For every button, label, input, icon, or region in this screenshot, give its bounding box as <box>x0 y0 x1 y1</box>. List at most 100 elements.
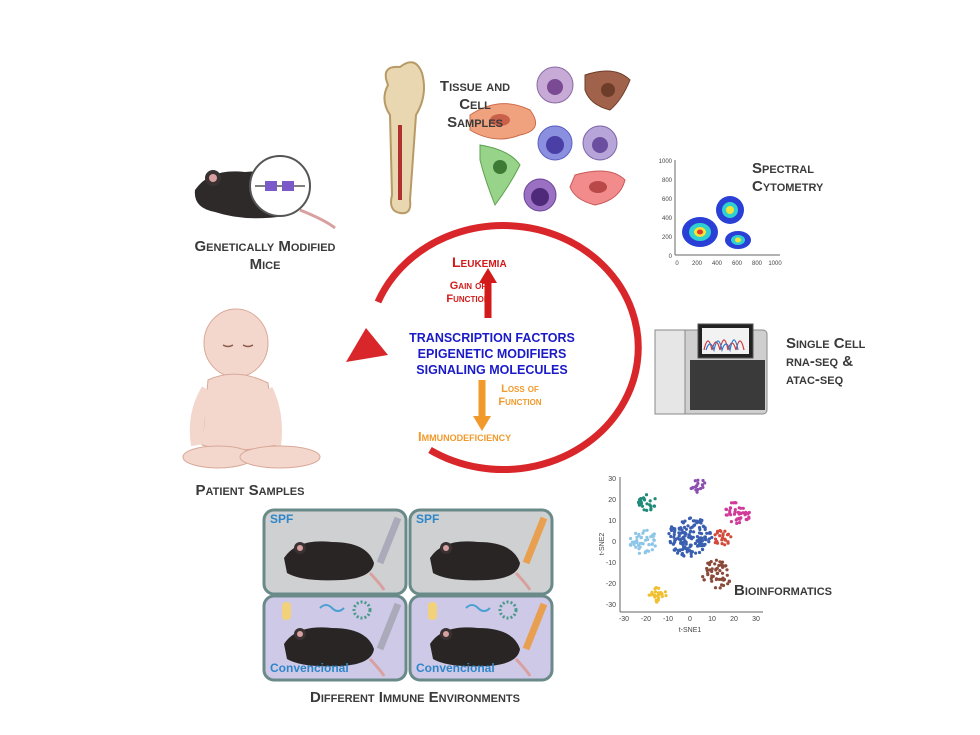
tsne-point <box>639 535 644 539</box>
tsne-point <box>652 593 657 597</box>
tsne-point <box>653 497 657 501</box>
tsne-point <box>700 547 705 551</box>
tsne-point <box>718 560 722 564</box>
bioinformatics-label: Bioinformatics <box>734 582 833 599</box>
tsne-point <box>725 568 729 572</box>
tissue-label: Tissue and Cell Samples <box>439 78 511 131</box>
tsne-point <box>718 534 722 538</box>
tsne-ylabel: t-SNE2 <box>599 533 606 556</box>
tsne-point <box>677 534 681 538</box>
tsne-point <box>735 521 739 525</box>
tsne-point <box>745 518 749 522</box>
single-cell-line-1: Single Cell <box>786 335 866 352</box>
single-cell-label: Single Cell rna-seq & atac-seq <box>786 335 886 389</box>
tsne-point <box>672 532 676 537</box>
center-text: TRANSCRIPTION FACTORS EPIGENETIC MODIFIE… <box>392 330 592 378</box>
tsne-point <box>705 566 709 571</box>
tsne-point <box>705 531 709 535</box>
tsne-point <box>676 551 680 555</box>
tsne-point <box>709 576 713 581</box>
tsne-clusters <box>628 478 751 604</box>
tsne-point <box>726 541 730 545</box>
syringe-icons <box>376 516 548 651</box>
tsne-point <box>673 547 678 551</box>
tsne-point <box>739 516 743 520</box>
tsne-point <box>732 512 737 516</box>
tsne-point <box>737 506 741 510</box>
tsne-point <box>635 538 639 543</box>
tsne-point <box>685 549 690 553</box>
cyto-x-tick: 800 <box>752 261 763 267</box>
tsne-point <box>703 481 707 485</box>
tsne-point <box>701 485 705 489</box>
tsne-point <box>677 537 681 541</box>
tsne-y-tick: -20 <box>606 581 616 588</box>
center-line-1: TRANSCRIPTION FACTORS <box>409 331 575 345</box>
tsne-point <box>649 506 653 511</box>
tsne-point <box>701 524 705 528</box>
tsne-point <box>684 527 688 531</box>
tsne-point <box>650 534 654 538</box>
tsne-point <box>710 567 714 571</box>
tsne-point <box>641 531 645 535</box>
tsne-point <box>653 590 658 594</box>
cyto-x-tick: 1000 <box>768 261 782 267</box>
environment-panels <box>262 508 554 682</box>
tsne-y-tick: -10 <box>606 560 616 567</box>
tsne-point <box>643 538 647 542</box>
tsne-point <box>639 501 643 505</box>
tsne-point <box>642 508 646 512</box>
tsne-point <box>668 539 672 544</box>
tsne-point <box>697 550 702 555</box>
cyto-x-tick: 600 <box>732 261 743 267</box>
tsne-point <box>726 582 730 586</box>
tsne-point <box>689 529 693 533</box>
tsne-point <box>638 545 642 549</box>
loss-of-function-label: Loss of Function <box>498 383 542 408</box>
tsne-point <box>710 535 714 540</box>
tsne-point <box>737 521 742 525</box>
tsne-point <box>654 586 658 590</box>
cyto-y-tick: 400 <box>662 216 673 222</box>
tsne-point <box>647 549 651 553</box>
tsne-point <box>716 529 720 533</box>
spf-label-2: SPF <box>416 512 440 526</box>
tsne-point <box>645 502 649 506</box>
tsne-point <box>649 504 653 508</box>
cyto-y-tick: 600 <box>662 197 673 203</box>
tsne-point <box>682 531 686 535</box>
tsne-point <box>691 485 695 490</box>
tsne-point <box>647 543 651 547</box>
tsne-point <box>729 513 733 517</box>
tsne-point <box>694 551 698 555</box>
tsne-point <box>678 549 682 553</box>
tsne-point <box>652 532 656 536</box>
tsne-point <box>664 594 668 598</box>
tsne-point <box>653 544 657 548</box>
tsne-point <box>674 537 678 542</box>
tsne-point <box>713 537 718 541</box>
cyto-x-tick: 400 <box>712 261 723 267</box>
immunodeficiency-label: Immunodeficiency <box>418 429 512 444</box>
cyto-x-tick: 0 <box>675 261 679 267</box>
tsne-point <box>634 545 638 549</box>
tsne-point <box>681 521 685 525</box>
tsne-point <box>690 550 694 554</box>
tsne-point <box>689 554 693 558</box>
tsne-point <box>650 590 654 594</box>
tsne-point <box>635 535 639 539</box>
tsne-xlabel: t-SNE1 <box>679 627 702 634</box>
tsne-point <box>669 528 674 533</box>
tsne-x-tick: 0 <box>688 616 692 623</box>
tsne-point <box>652 504 656 508</box>
tsne-point <box>681 543 685 547</box>
tsne-point <box>647 593 651 597</box>
convencional-label-2: Convencional <box>416 661 495 675</box>
tsne-point <box>637 551 641 555</box>
cytometry-y-ticks: 1000 800 600 400 200 0 <box>659 159 673 260</box>
tsne-point <box>697 543 701 547</box>
cyto-y-tick: 1000 <box>659 159 673 165</box>
tsne-point <box>694 488 698 492</box>
center-line-2: EPIGENETIC MODIFIERS <box>417 347 567 361</box>
patient-illustration <box>182 308 321 469</box>
